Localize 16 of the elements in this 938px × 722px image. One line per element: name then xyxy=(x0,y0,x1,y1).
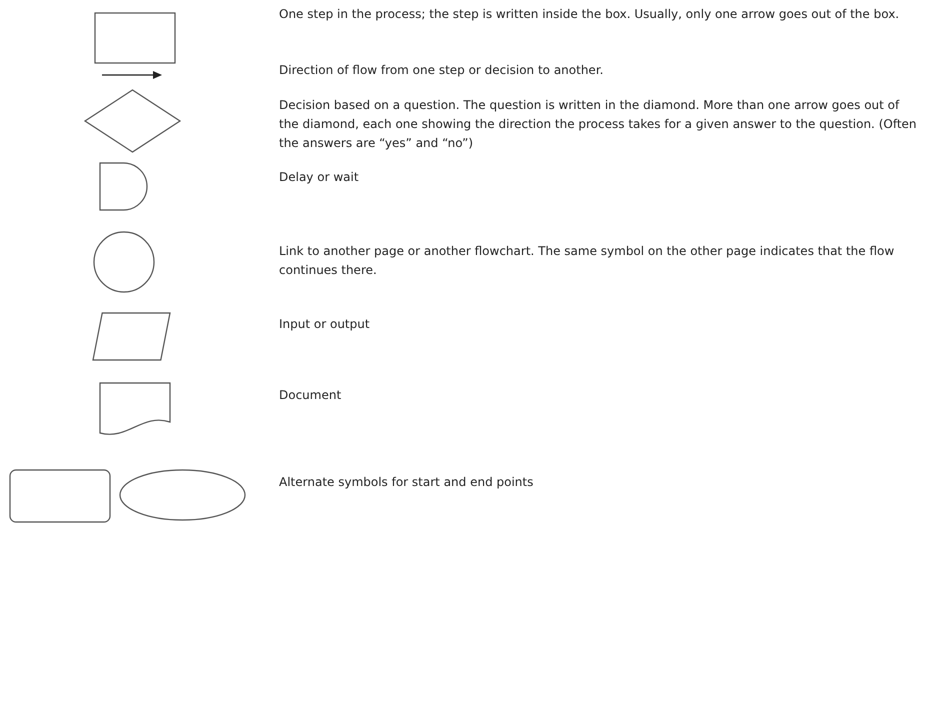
input-output-parallelogram xyxy=(93,313,170,360)
description-text: Link to another page or another flowchart. The same symbol on the other page indicates that the flow continues there. xyxy=(279,243,896,279)
description-text: Alternate symbols for start and end points xyxy=(279,474,534,491)
description-text: Decision based on a question. The question is written in the diamond. More than one arrow goes out of the diamond, each one showing the direction the process takes for a given answer to the question. (Often the answers are “yes” and “no”) xyxy=(279,97,918,152)
terminal-rounded-box xyxy=(10,470,110,522)
description-text: One step in the process; the step is written inside the box. Usually, only one arrow goes out of the box. xyxy=(279,6,900,23)
description-text: Document xyxy=(279,387,342,404)
connector-circle xyxy=(94,232,154,292)
description-text: Delay or wait xyxy=(279,169,360,186)
document-shape xyxy=(100,383,170,433)
process-box xyxy=(95,13,175,63)
description-text: Input or output xyxy=(279,316,371,333)
delay-shape xyxy=(100,163,147,210)
decision-diamond xyxy=(85,90,180,152)
description-text: Direction of flow from one step or decision to another. xyxy=(279,62,604,79)
terminal-ellipse xyxy=(120,470,245,520)
